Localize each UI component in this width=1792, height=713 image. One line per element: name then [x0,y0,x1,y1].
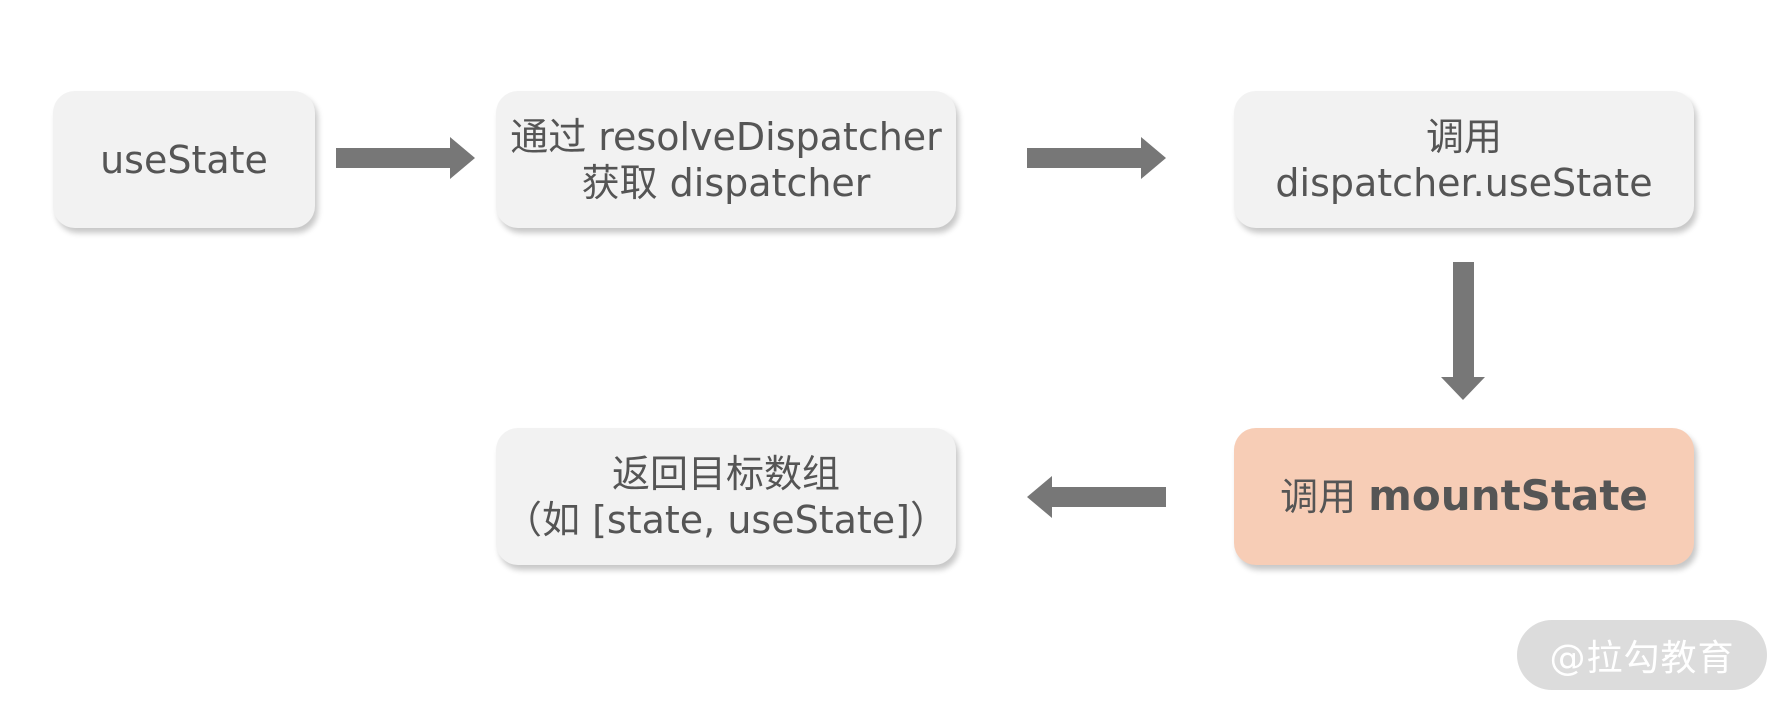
node-call-dispatcher-line1: 调用 [1425,114,1502,159]
node-mount-state-prefix: 调用 [1280,475,1369,519]
node-mount-state: 调用 mountState [1234,428,1694,565]
arrow-down [1441,262,1485,400]
node-mount-state-label: 调用 mountState [1280,473,1648,520]
node-return-array-line1: 返回目标数组 [611,451,840,496]
arrow-left [1027,476,1166,518]
node-return-array-line2: （如 [state, useState]） [504,497,948,542]
node-call-dispatcher: 调用 dispatcher.useState [1234,91,1694,228]
watermark-logo: @拉勾教育 [1517,620,1767,690]
node-resolve-dispatcher-line1: 通过 resolveDispatcher [510,114,942,159]
node-usestate: useState [53,91,315,228]
arrow-right-1 [336,137,475,179]
arrow-right-2 [1027,137,1166,179]
node-mount-state-emphasis: mountState [1368,471,1648,520]
node-resolve-dispatcher: 通过 resolveDispatcher 获取 dispatcher [496,91,956,228]
node-return-array: 返回目标数组 （如 [state, useState]） [496,428,956,565]
node-call-dispatcher-line2: dispatcher.useState [1275,160,1653,205]
node-usestate-label: useState [100,137,268,182]
node-resolve-dispatcher-line2: 获取 dispatcher [581,160,871,205]
